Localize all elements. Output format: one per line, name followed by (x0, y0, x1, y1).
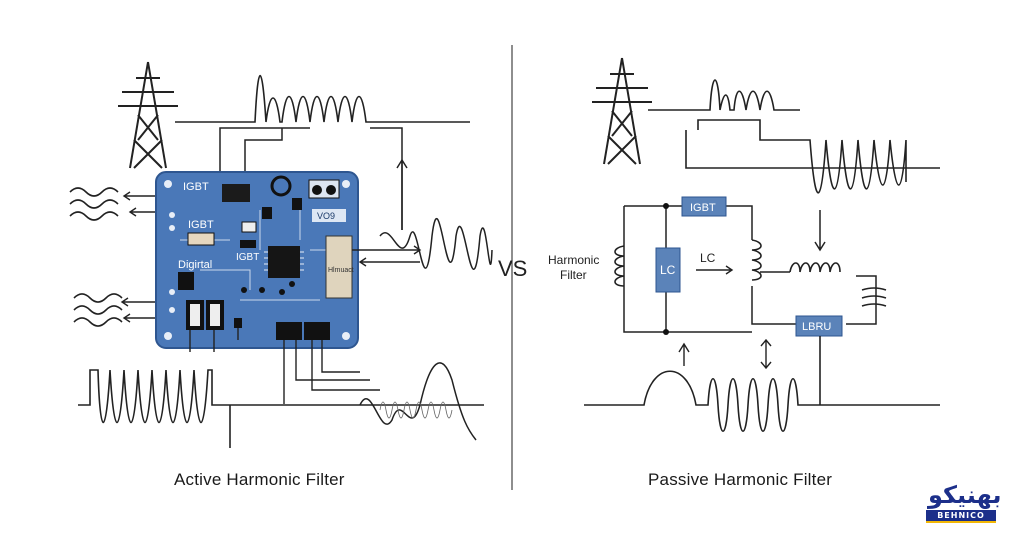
passive-filter-caption: Passive Harmonic Filter (648, 470, 833, 489)
output-block-2 (304, 322, 330, 340)
left-inductor-icon (614, 245, 625, 287)
transmission-tower-icon (118, 61, 178, 169)
board-mounting-holes (164, 180, 350, 340)
harmonic-filter-label-line2: Filter (560, 268, 587, 282)
capacitor-1 (312, 185, 322, 195)
node-1 (663, 203, 669, 209)
arrow-up (396, 158, 408, 230)
small-ic-2 (292, 198, 302, 210)
board-output-arrows (352, 245, 422, 267)
bottom-left-waveform (78, 369, 376, 448)
small-ic-3 (234, 318, 242, 328)
board-label-module: Hlmuact (328, 267, 354, 274)
capacitor-2 (326, 185, 336, 195)
lc-arrow-label: LC (700, 251, 716, 265)
input-waves-top (69, 187, 119, 221)
digital-component (178, 272, 194, 290)
behnico-logo: بهنیکو BEHNICO (926, 480, 1002, 523)
board-bottom-leads (189, 328, 380, 404)
board-small-parts (241, 281, 295, 295)
lbru-label: LBRU (802, 321, 831, 333)
lc-box-label: LC (660, 263, 676, 277)
node-2 (663, 329, 669, 335)
relay-1-face (190, 304, 200, 326)
board-label-igbt-top: IGBT (183, 181, 209, 193)
board-label-igbt-center: IGBT (236, 252, 259, 263)
input-waves-bottom (73, 293, 123, 327)
active-filter-caption: Active Harmonic Filter (174, 470, 345, 489)
resistor-2 (241, 221, 257, 233)
board-label-vo9: VO9 (317, 211, 335, 221)
resistor-3 (240, 240, 256, 248)
bottom-fine-waveform (379, 401, 453, 419)
right-waveform (379, 218, 493, 270)
capacitor-coil-icon (861, 287, 887, 307)
lc-arrow (696, 265, 734, 275)
passive-mid-waveform (685, 119, 940, 194)
board-label-digital: Digirtal (178, 259, 212, 271)
top-waveform (175, 74, 470, 123)
module-block (325, 235, 353, 299)
passive-bottom-waveform (584, 336, 940, 432)
horizontal-inductor-icon (789, 262, 841, 273)
coil-ring-icon (270, 175, 292, 197)
board-label-igbt-mid: IGBT (188, 219, 214, 231)
vs-label: VS (498, 256, 528, 281)
passive-top-waveform (648, 79, 800, 111)
processor-pins (264, 251, 304, 271)
logo-sub-text: BEHNICO (937, 511, 985, 520)
chip-top (222, 184, 250, 202)
bottom-right-waveform (359, 362, 484, 441)
output-block-1 (276, 322, 302, 340)
lc-box (655, 247, 681, 293)
vo9-chip (312, 209, 346, 222)
harmonic-filter-label-line1: Harmonic (548, 253, 599, 267)
logo-main-text: بهنیکو (928, 481, 1002, 509)
logo-bar (926, 510, 996, 523)
resistor-1 (187, 232, 215, 246)
right-inductor-icon (751, 239, 762, 281)
small-ic-1 (262, 207, 272, 219)
bidirectional-arrow (760, 338, 772, 370)
igbt-box (681, 196, 727, 217)
transmission-tower-icon-right (592, 57, 652, 165)
up-arrow (678, 342, 690, 366)
relay-2-face (210, 304, 220, 326)
main-processor-chip (268, 246, 300, 278)
lbru-box (795, 315, 843, 337)
igbt-label: IGBT (690, 202, 716, 214)
